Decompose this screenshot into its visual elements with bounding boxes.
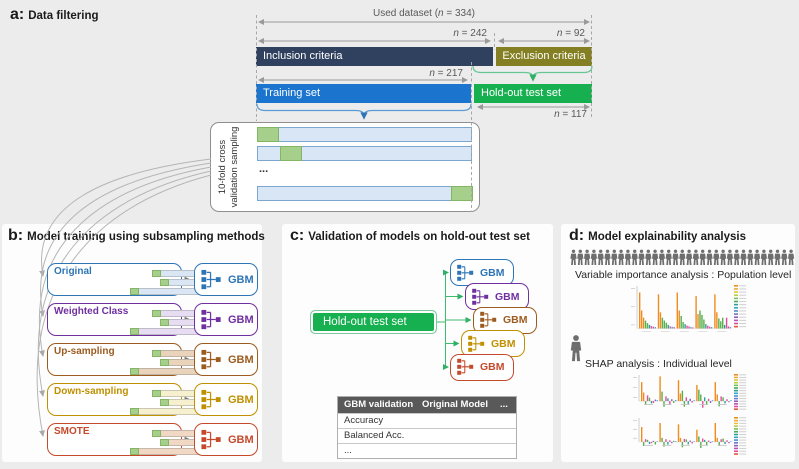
sample-test-segment	[160, 318, 169, 326]
sample-bar	[152, 270, 226, 277]
cv-ellipsis: ...	[259, 163, 269, 175]
sample-test-segment	[152, 390, 161, 397]
validation-gbm-box-weighted-class: GBM	[465, 283, 529, 310]
gbm-label: GBM	[491, 337, 516, 350]
method-label: Down-sampling	[54, 386, 129, 397]
sample-test-segment	[152, 350, 161, 357]
panel-b-title: b:Model training using subsampling metho…	[8, 227, 265, 244]
gbm-label: GBM	[228, 273, 254, 286]
cross-validation-label: 10-fold cross validation sampling	[217, 126, 240, 208]
n92-label: n = 92	[556, 28, 585, 39]
n117-label: n = 117	[554, 109, 587, 120]
population-analysis-label: Variable importance analysis : Populatio…	[575, 269, 792, 281]
sample-bar	[160, 398, 226, 406]
exclusion-criteria-bar: Exclusion criteria	[496, 47, 592, 66]
method-box-down-sampling: Down-sampling	[47, 383, 226, 416]
cv-fold-test-segment	[279, 146, 302, 161]
cv-fold-row	[257, 186, 473, 201]
crowd-icons	[570, 249, 796, 271]
method-box-smote: SMOTE	[47, 423, 226, 456]
holdout-brace	[472, 65, 593, 79]
gbm-ensemble-icon	[201, 429, 221, 450]
gbm-label: GBM	[228, 393, 254, 406]
gbm-label: GBM	[495, 290, 520, 303]
person-icon	[569, 335, 583, 367]
holdout-test-set-bar: Hold-out test set	[474, 84, 592, 103]
cv-fold-test-segment	[257, 127, 279, 142]
method-label: SMOTE	[54, 426, 90, 437]
sample-test-segment	[130, 327, 139, 335]
sample-test-segment	[130, 447, 139, 455]
gbm-label: GBM	[480, 266, 505, 279]
n242-label: n = 242	[453, 28, 487, 39]
shap-analysis-label: SHAP analysis : Individual level	[585, 358, 732, 370]
sample-test-segment	[152, 270, 161, 277]
table-header-cell: ...	[500, 399, 508, 410]
inclusion-criteria-bar: Inclusion criteria	[256, 47, 493, 66]
panel-a-key: a:	[10, 6, 25, 23]
sample-bar	[152, 350, 226, 357]
gbm-ensemble-icon	[468, 335, 485, 352]
variable-importance-chart	[628, 282, 748, 337]
table-row: Balanced Acc.	[338, 428, 516, 443]
sample-test-segment	[152, 430, 161, 437]
gbm-ensemble-icon	[472, 288, 489, 305]
gbm-box-smote: GBM	[194, 423, 258, 456]
sample-test-segment	[130, 367, 139, 375]
gbm-ensemble-icon	[457, 359, 474, 375]
panel-d-title: d:Model explainability analysis	[569, 227, 746, 244]
gbm-label: GBM	[503, 314, 528, 326]
method-box-original: Original	[47, 263, 226, 296]
gbm-box-up-sampling: GBM	[194, 343, 258, 376]
gbm-label: GBM	[228, 313, 254, 326]
method-box-weighted-class: Weighted Class	[47, 303, 226, 336]
sample-test-segment	[130, 287, 139, 295]
table-row: Accuracy	[338, 413, 516, 428]
sample-test-segment	[160, 438, 169, 446]
sample-bar	[160, 318, 226, 326]
sample-test-segment	[160, 278, 169, 286]
sample-test-segment	[160, 358, 169, 366]
shap-chart-1	[630, 371, 748, 419]
gbm-label: GBM	[228, 433, 254, 446]
method-label: Original	[54, 266, 92, 277]
gbm-ensemble-icon	[201, 309, 221, 330]
cv-fold-row	[257, 146, 472, 161]
gbm-ensemble-icon	[480, 312, 497, 328]
gbm-ensemble-icon	[457, 264, 474, 281]
n217-label: n = 217	[429, 68, 463, 79]
table-header: GBM validation Original Model...	[338, 397, 516, 413]
cv-fold-row	[257, 127, 472, 142]
gbm-label: GBM	[228, 353, 254, 366]
validation-gbm-box-original: GBM	[450, 259, 514, 286]
method-label: Weighted Class	[54, 306, 129, 317]
validation-gbm-box-down-sampling: GBM	[461, 330, 525, 357]
gbm-box-down-sampling: GBM	[194, 383, 258, 416]
table-header-cell: Original Model	[422, 399, 488, 410]
used-dataset-label: Used dataset (n = 334)	[372, 8, 476, 19]
method-label: Up-sampling	[54, 346, 115, 357]
panel-a-title: a:Data filtering	[10, 6, 99, 23]
cv-fold-test-segment	[450, 186, 473, 201]
holdout-test-set-box: Hold-out test set	[310, 310, 437, 334]
table-row: ...	[338, 443, 516, 458]
gbm-label: GBM	[480, 361, 505, 373]
sample-test-segment	[160, 398, 169, 406]
gbm-ensemble-icon	[201, 349, 221, 370]
table-header-cell: GBM validation	[344, 399, 414, 410]
panel-c-title: c:Validation of models on hold-out test …	[290, 227, 530, 244]
training-set-bar: Training set	[256, 84, 471, 103]
gbm-box-weighted-class: GBM	[194, 303, 258, 336]
shap-chart-2	[630, 414, 748, 464]
gbm-ensemble-icon	[201, 269, 221, 290]
sample-test-segment	[152, 310, 161, 317]
sample-test-segment	[130, 407, 139, 415]
gbm-ensemble-icon	[201, 389, 221, 410]
training-brace	[256, 103, 472, 117]
validation-gbm-box-smote: GBM	[450, 353, 514, 381]
method-box-up-sampling: Up-sampling	[47, 343, 226, 376]
gbm-box-original: GBM	[194, 263, 258, 296]
